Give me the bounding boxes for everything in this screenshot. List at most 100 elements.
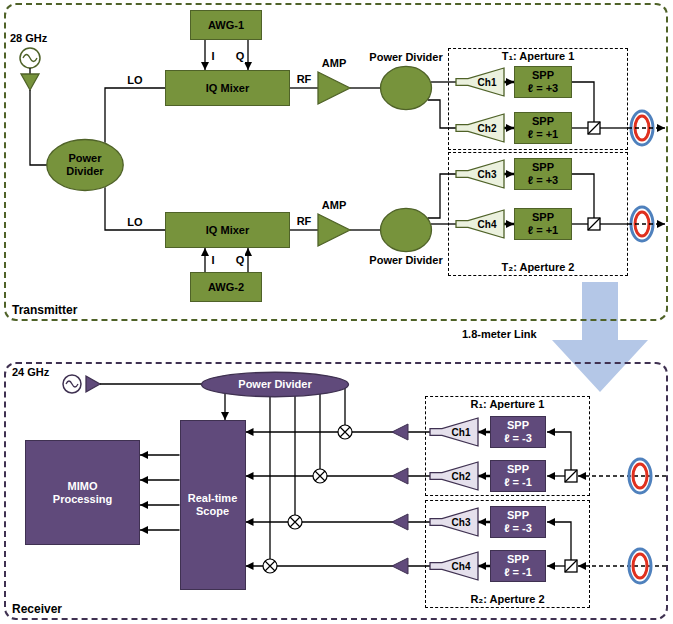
text-holder: Power Divider [46,139,124,191]
node-text: IQ Mixer [206,82,249,95]
process-box: SPPℓ = +1 [514,112,572,144]
amplifier-symbol-outline [318,72,350,104]
text-holder: Ch2 [456,114,504,142]
edge-label: RF [296,215,313,228]
node-text: Ch1 [452,426,471,439]
signal-connector [431,223,456,224]
node-text: ℓ = +3 [528,82,558,95]
horn-antenna-shape [430,508,478,536]
node-text: IQ Mixer [206,224,249,237]
rx-oam-beams-part [629,459,651,493]
edge-label: Q [235,50,246,63]
horn-antenna: Ch3 [456,160,504,188]
node-text: Ch1 [478,76,497,89]
process-box: IQ Mixer [165,212,290,248]
text-holder: Ch3 [456,160,504,188]
process-box: SPPℓ = -3 [490,416,546,448]
text-holder: Power Divider [369,51,442,64]
node-text: SPP [532,69,554,82]
tx-combiners-part [572,127,588,128]
node-text: AMP [322,199,346,212]
text-holder: R₁: Aperture 1 [426,398,589,411]
process-box: SPPℓ = -1 [490,460,546,492]
aperture-group: T₁: Aperture 1 Ch1 SPPℓ = +3 Ch2 SPPℓ = +1 [448,48,628,150]
signal-connector [350,229,380,230]
rx-mixers-part [290,517,300,527]
rx-amplifiers-part [392,558,408,574]
edge-label: Q [235,254,246,267]
text-holder: SPPℓ = -1 [491,461,545,491]
signal-connector [140,529,180,530]
text-holder: T₁: Aperture 1 [449,50,627,63]
node-text: ℓ = -1 [504,566,532,579]
rx-oam-beams-part [633,464,647,488]
node-text: Real-time Scope [184,492,242,518]
big-link-arrow-part [552,282,648,392]
rx-lo-feeds [270,384,345,559]
process-box: MIMO Processing [25,440,140,545]
signal-connector [504,223,514,226]
text-holder: SPPℓ = -3 [491,507,545,537]
rx-mixers-part [340,427,350,437]
rx-mixers-part [288,515,302,529]
rx-amplifiers-part [392,424,408,440]
horn-antenna: Ch3 [430,508,478,536]
rx-splitters-part [565,560,577,572]
horn-antenna: Ch4 [430,552,478,580]
signal-connector [105,187,165,230]
rx-splitters-part [547,522,571,560]
node-text: ℓ = -3 [504,432,532,445]
node-text: Ch4 [478,218,497,231]
node-text: ℓ = +1 [528,224,558,237]
node-text: SPP [507,553,529,566]
process-box: SPPℓ = +1 [514,208,572,240]
annotation: 1.8-meter Link [462,328,537,341]
rx-oam-beams-part [578,565,666,566]
aperture-group: R₁: Aperture 1 Ch1 SPPℓ = -3 Ch2 SPPℓ = -1 [425,396,590,496]
power-divider-shape [202,372,349,397]
text-holder: IQ Mixer [166,213,289,247]
signal-connector [140,479,180,480]
node-text: Ch3 [452,516,471,529]
signal-connector [478,475,490,478]
horn-antenna-shape [430,418,478,446]
rx-mixers [263,425,352,573]
text-holder: Power Divider [200,372,350,397]
node-text: Ch2 [452,470,471,483]
rx-splitters-part [547,432,571,470]
tx-combiners-part [572,174,594,218]
signal-connector [478,521,490,524]
rx-mixers-part [315,471,325,481]
horn-antenna: Ch1 [430,418,478,446]
text-holder: SPPℓ = -1 [491,551,545,581]
rx-signal-source [63,375,205,393]
rx-mixers-part [338,425,352,439]
rx-splitters-part [565,560,577,572]
rx-signal-source-part [63,375,81,393]
rx-mixers-part [263,559,277,573]
tx-combiners [572,82,628,230]
signal-connector [431,81,456,82]
tx-signal-source-part [21,74,39,90]
tx-signal-source-part [20,48,40,68]
signal-connector [204,40,205,70]
process-box: IQ Mixer [165,70,290,106]
tx-combiners-part [600,127,628,128]
node-text: Power Divider [369,254,442,267]
tx-signal-source-part [29,68,30,74]
text-holder: AMP [322,57,346,70]
text-holder: Ch3 [430,508,478,536]
node-text: MIMO Processing [43,480,123,506]
node-text: Ch3 [478,168,497,181]
horn-antenna: Ch2 [430,462,478,490]
horn-antenna-shape [456,68,504,96]
tx-combiners-part [588,122,600,134]
text-holder: T₂: Aperture 2 [449,261,627,274]
tx-oam-beams-part [628,223,665,224]
node-text: AMP [322,57,346,70]
node-text: SPP [507,509,529,522]
process-box: AWG-1 [190,10,262,40]
power-divider: Power Divider [380,66,432,110]
